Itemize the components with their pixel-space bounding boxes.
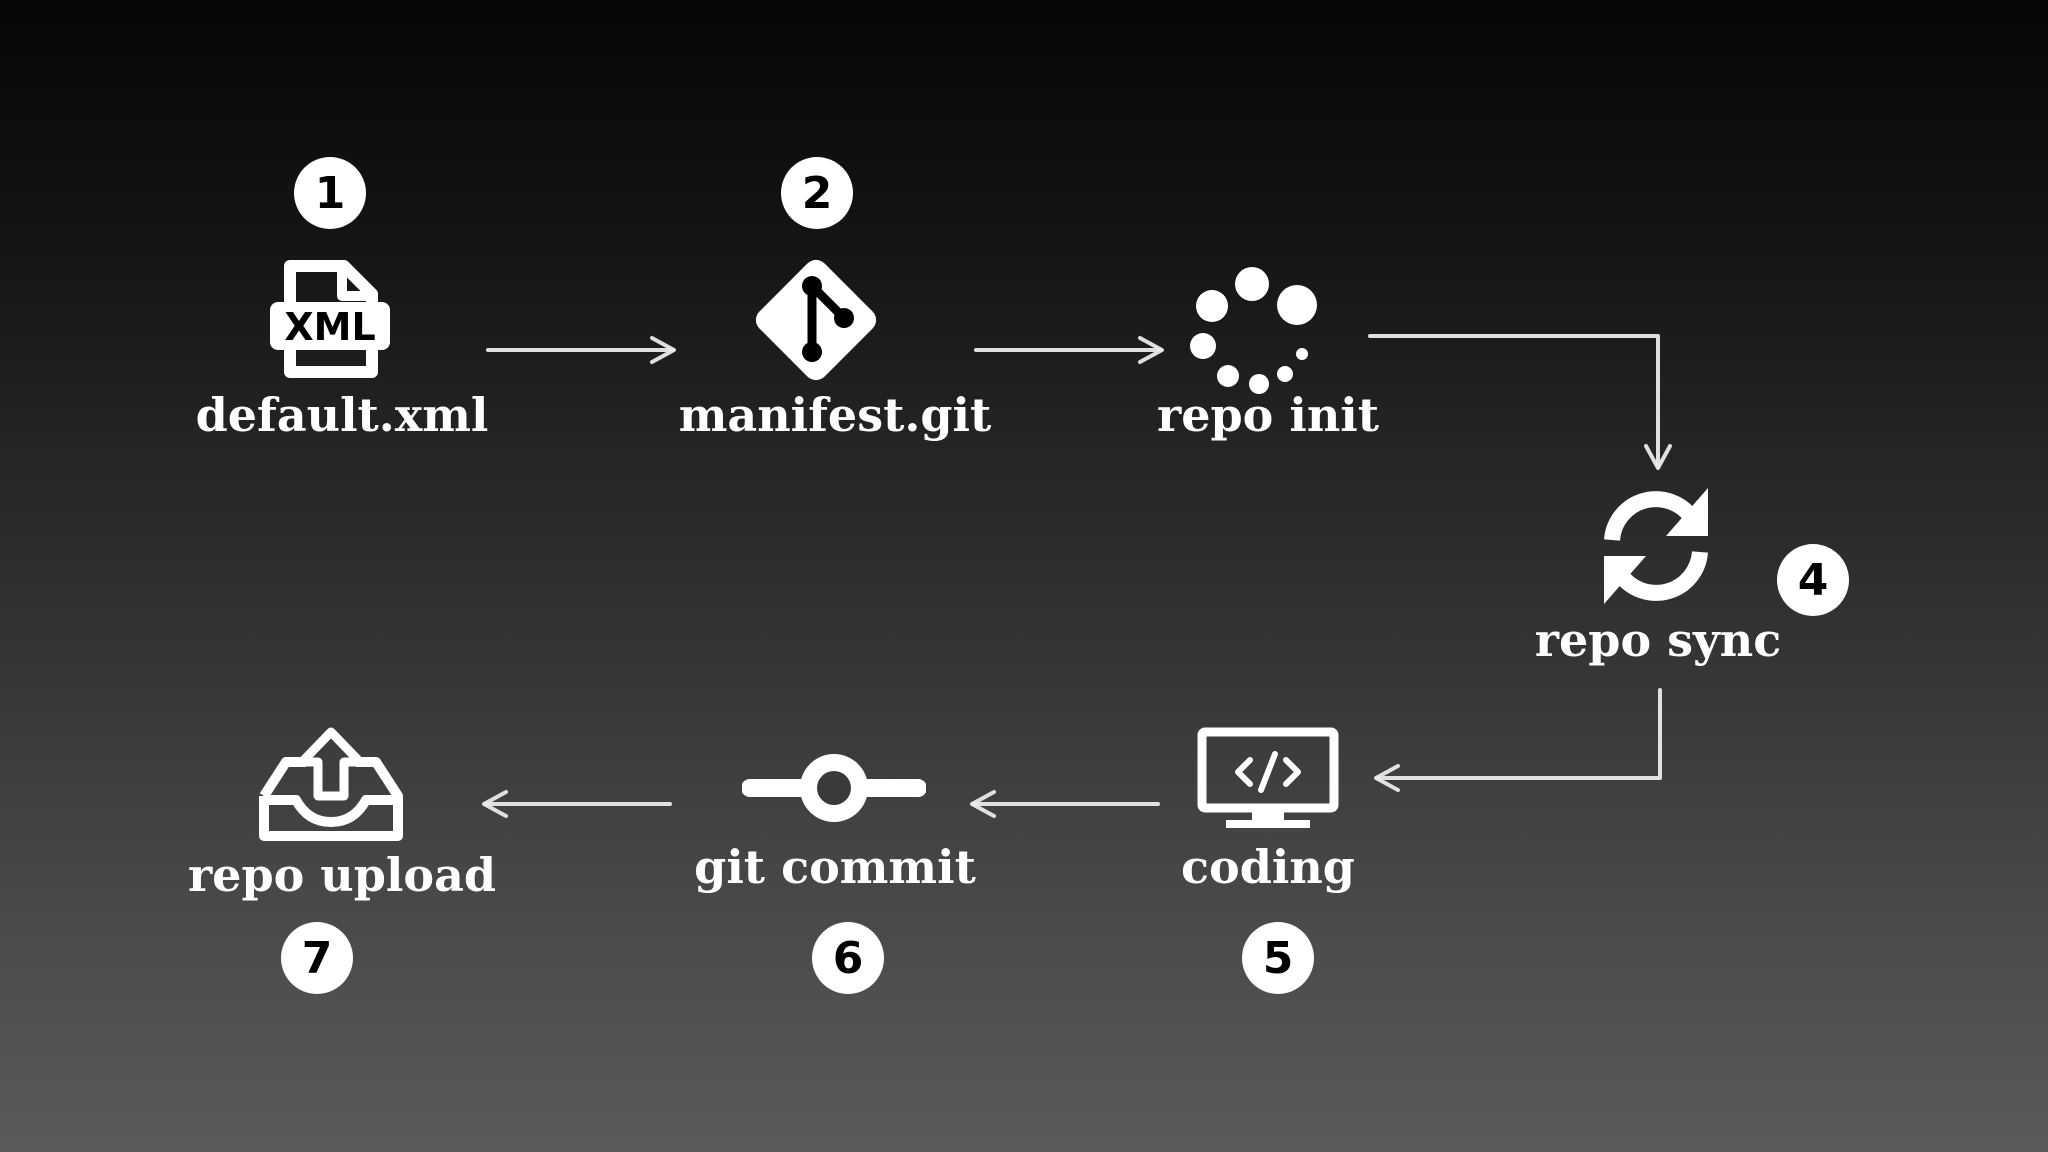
step-6-label: git commit xyxy=(694,840,976,894)
arrow-1-to-2 xyxy=(486,336,676,364)
step-4-badge: 4 xyxy=(1777,544,1849,616)
step-7-badge: 7 xyxy=(281,922,353,994)
step-5-badge: 5 xyxy=(1242,922,1314,994)
sync-icon xyxy=(1604,488,1708,604)
xml-file-icon: XML xyxy=(270,260,390,378)
step-6-badge: 6 xyxy=(812,922,884,994)
spinner-icon xyxy=(1190,267,1317,394)
commit-icon xyxy=(742,754,926,822)
step-1-label: default.xml xyxy=(195,388,489,442)
arrow-4-to-5 xyxy=(1374,688,1662,792)
git-icon xyxy=(755,259,877,381)
arrow-6-to-7 xyxy=(482,790,672,818)
step-2-badge: 2 xyxy=(781,157,853,229)
step-4-label: repo sync xyxy=(1534,613,1782,667)
upload-tray-icon xyxy=(259,727,403,841)
step-2-label: manifest.git xyxy=(678,388,992,442)
code-monitor-icon xyxy=(1197,727,1339,828)
arrow-2-to-3 xyxy=(974,336,1164,364)
step-7-label: repo upload xyxy=(187,848,497,902)
xml-icon-text: XML xyxy=(284,305,375,349)
step-5-label: coding xyxy=(1181,840,1355,894)
arrow-3-to-4 xyxy=(1368,334,1672,470)
step-3-label: repo init xyxy=(1156,388,1380,442)
step-1-badge: 1 xyxy=(294,157,366,229)
arrow-5-to-6 xyxy=(970,790,1160,818)
